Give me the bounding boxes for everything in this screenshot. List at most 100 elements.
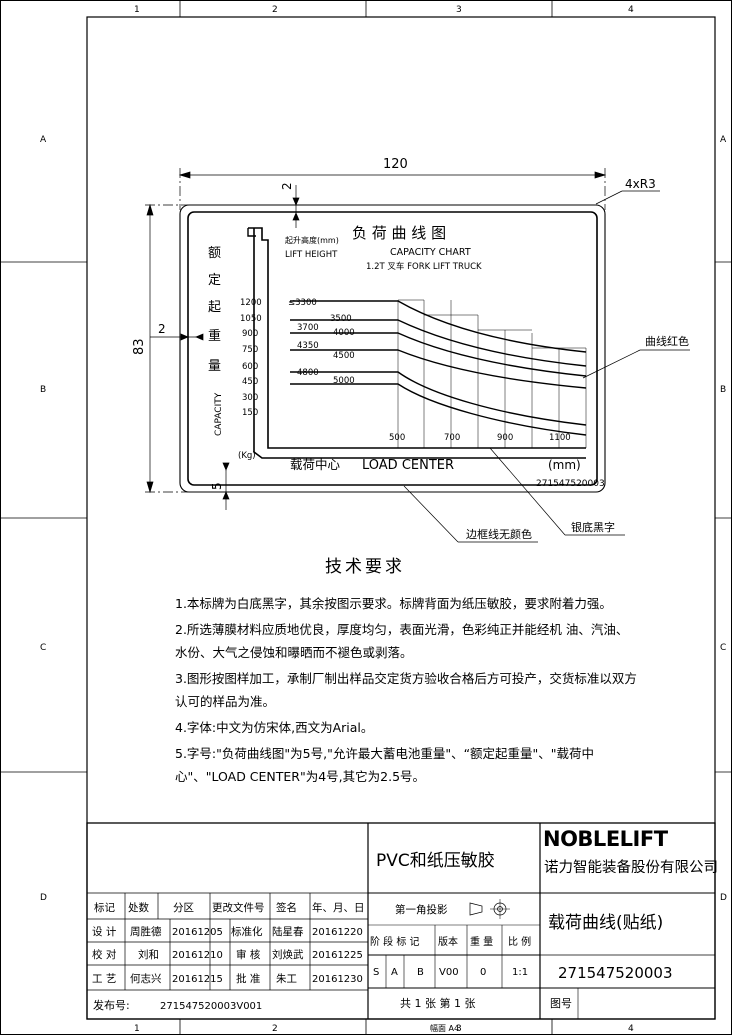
scale-value: 1:1 — [512, 967, 528, 978]
date-process: 20161215 — [172, 974, 223, 985]
issue-label: 发布号: — [93, 998, 130, 1012]
col-ref-3b: 3 — [456, 1024, 462, 1034]
y-tick-1050: 1050 — [240, 314, 262, 324]
version-value: V00 — [439, 967, 459, 978]
lift-height-en: LIFT HEIGHT — [285, 250, 338, 260]
y-ticks: 1200 1050 900 750 600 450 300 150 — [240, 298, 262, 418]
weight-value: 0 — [480, 967, 486, 978]
y-tick-150: 150 — [242, 408, 258, 418]
load-center-cn: 载荷中心 — [290, 457, 341, 472]
load-curves — [290, 300, 587, 436]
curve-3300 — [290, 300, 587, 353]
name2-standard: 陆星春 — [272, 925, 304, 938]
x-tick-700: 700 — [444, 433, 460, 443]
rated-cap-5: 量 — [208, 359, 221, 374]
sheet-size: 幅面 A4 — [430, 1023, 459, 1033]
curve-5000 — [290, 383, 587, 436]
curve-labels: ≤3300 3500 3700 4000 4350 4500 4800 5000 — [288, 298, 355, 386]
name-check: 刘和 — [138, 949, 159, 961]
dimension-lines — [145, 168, 660, 510]
requirement-5: 5.字号:"负荷曲线图"为5号,"允许最大蓄电池重量"、“额定起重量"、"载荷中… — [175, 746, 595, 784]
curve-4800 — [290, 371, 587, 426]
requirement-4: 4.字体:中文为仿宋体,西文为Arial。 — [175, 720, 374, 735]
stage-header-2: 版本 — [438, 935, 458, 948]
row-ref-b: B — [40, 385, 46, 395]
col-ref-1: 1 — [134, 5, 140, 15]
title-block-lines — [86, 822, 716, 1020]
chart-grid — [397, 299, 587, 448]
role2-approve: 批 准 — [236, 972, 260, 985]
hdr-date: 年、月、日 — [312, 901, 365, 914]
hdr-count: 处数 — [128, 901, 149, 914]
col-ref-4: 4 — [628, 5, 634, 15]
col-ref-4b: 4 — [628, 1024, 634, 1034]
role-check: 校 对 — [92, 948, 117, 961]
load-center-en: LOAD CENTER — [362, 458, 454, 473]
name2-review: 刘焕武 — [272, 948, 304, 961]
dim-width: 120 — [383, 157, 408, 172]
y-tick-1200: 1200 — [240, 298, 262, 308]
col-ref-2: 2 — [272, 5, 278, 15]
x-tick-1100: 1100 — [549, 433, 571, 443]
sheet-count: 共 1 张 第 1 张 — [400, 996, 475, 1010]
y-tick-750: 750 — [242, 345, 258, 355]
requirement-2: 2.所选薄膜材料应质地优良，厚度均匀，表面光滑，色彩纯正并能经机 油、汽油、水份… — [175, 622, 629, 660]
y-tick-450: 450 — [242, 377, 258, 387]
role-design: 设 计 — [92, 925, 117, 938]
brand-logo: NOBLELIFT — [543, 827, 669, 851]
hdr-zone: 分区 — [173, 902, 194, 914]
approval-rows: 设 计 周胜德 20161205 标准化 陆星春 20161220 校 对 刘和… — [92, 925, 363, 985]
callout-leaders — [403, 349, 690, 543]
stage-value-a: A — [391, 967, 398, 978]
hdr-mark: 标记 — [94, 902, 115, 914]
plate-part-number: 271547520003 — [536, 479, 605, 489]
date2-approve: 20161230 — [312, 974, 363, 985]
company-name: 诺力智能装备股份有限公司 — [544, 859, 718, 876]
curve-label-3500: 3500 — [330, 314, 352, 324]
stage-value-b: B — [417, 967, 424, 978]
date2-standard: 20161220 — [312, 927, 363, 938]
rated-cap-2: 定 — [208, 273, 221, 288]
row-ref-c: C — [40, 643, 46, 653]
lift-height-cn: 起升高度(mm) — [285, 235, 339, 245]
col-ref-3: 3 — [456, 5, 462, 15]
date-design: 20161205 — [172, 927, 223, 938]
issue-number: 271547520003V001 — [160, 1001, 262, 1012]
name2-approve: 朱工 — [276, 973, 297, 985]
chart-title-en: CAPACITY CHART — [390, 247, 471, 258]
callout-curve-red: 曲线红色 — [645, 334, 689, 348]
projection-label: 第一角投影 — [395, 903, 448, 916]
curve-3700 — [290, 332, 587, 377]
dim-radius: 4xR3 — [625, 177, 656, 191]
role2-review: 审 核 — [236, 948, 261, 961]
curve-label-4800: 4800 — [297, 368, 319, 378]
row-ref-d-r: D — [720, 893, 727, 903]
drawing-number: 271547520003 — [558, 964, 673, 982]
hdr-change: 更改文件号 — [212, 901, 265, 914]
label-plate — [179, 204, 606, 493]
row-ref-b-r: B — [720, 385, 726, 395]
x-tick-500: 500 — [389, 433, 405, 443]
curve-label-3300: ≤3300 — [288, 298, 317, 308]
date2-review: 20161225 — [312, 950, 363, 961]
curve-label-4350: 4350 — [297, 341, 319, 351]
curve-label-4500: 4500 — [333, 351, 355, 361]
stage-value-s: S — [373, 967, 379, 978]
requirements-title: 技术要求 — [325, 557, 405, 577]
row-ref-a-r: A — [720, 135, 727, 145]
stage-header-3: 重 量 — [470, 935, 493, 948]
dim-bottom-gap: 5 — [210, 482, 224, 490]
col-ref-1b: 1 — [134, 1024, 140, 1034]
row-ref-c-r: C — [720, 643, 726, 653]
row-ref-a: A — [40, 135, 47, 145]
chart-subtitle: 1.2T 叉车 FORK LIFT TRUCK — [366, 261, 482, 272]
x-ticks: 500 700 900 1100 — [389, 433, 571, 443]
dim-height: 83 — [132, 338, 147, 355]
dim-top-gap: 2 — [280, 182, 294, 190]
unit-mm: (mm) — [548, 458, 581, 472]
callout-silver: 银底黑字 — [571, 520, 615, 534]
capacity-en: CAPACITY — [214, 392, 224, 436]
chart-title-cn: 负 荷 曲 线 图 — [352, 224, 446, 242]
